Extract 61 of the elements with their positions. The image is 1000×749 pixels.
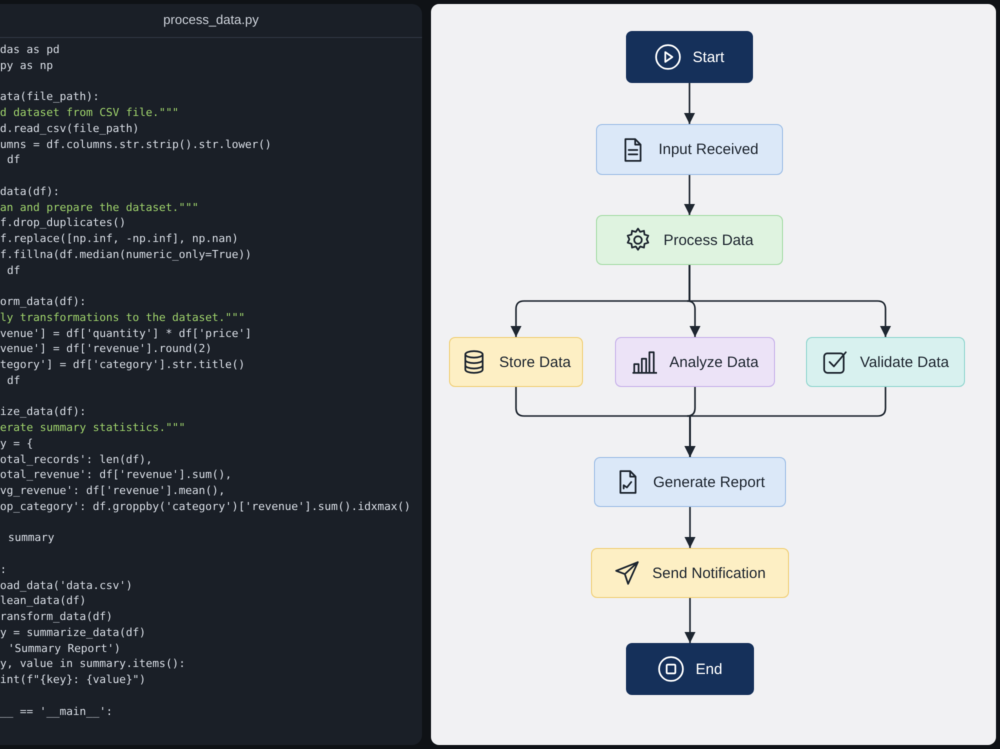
code-line: ly transformations to the dataset.""" (0, 310, 246, 325)
code-line: das as pd (0, 43, 60, 57)
code-line: otal_revenue': df['revenue'].sum(), (0, 468, 232, 482)
code-line: : (0, 562, 7, 577)
node-label: Analyze Data (669, 354, 759, 370)
code-line: ransform_data(df) (0, 610, 113, 624)
code-line: __ == '__main__': (0, 704, 113, 718)
code-line: d dataset from CSV file.""" (0, 106, 179, 120)
node-label: Store Data (499, 354, 571, 370)
code-line: oad_data('data.csv') (0, 578, 132, 592)
arrow (684, 387, 886, 457)
process-box (596, 124, 783, 175)
end-terminal (626, 643, 754, 695)
code-line: d.read_csv(file_path) (0, 122, 140, 136)
file-name: process_data.py (162, 12, 260, 27)
node-label: Validate Data (860, 354, 949, 370)
code-line: data(df): (0, 184, 60, 199)
code-line: ize_data(df): (0, 405, 86, 420)
arrow (684, 175, 696, 215)
node-label: Send Notification (652, 564, 766, 582)
process-box (449, 337, 583, 387)
node-label: Input Received (658, 141, 759, 158)
code-line: venue'] = df['quantity'] * df['price'] (0, 326, 252, 340)
process-box (596, 215, 783, 265)
code-line: y = { (0, 436, 34, 451)
node-label: Generate Report (653, 474, 765, 490)
code-line: otal_records': len(df), (0, 452, 152, 466)
node-label: Process Data (663, 232, 754, 248)
node-label: Start (692, 48, 724, 66)
code-line: py as np (0, 58, 53, 73)
code-line: ata(file_path): (0, 90, 100, 104)
code-line: f.replace([np.inf, -np.inf], np.nan) (0, 232, 238, 246)
process-box (594, 457, 786, 507)
code-line: erate summary statistics.""" (0, 421, 186, 435)
arrow (684, 598, 696, 643)
process-box (806, 337, 965, 387)
process-box (615, 337, 775, 387)
code-line: orm_data(df): (0, 295, 86, 309)
code-line: umns = df.columns.str.strip().str.lower() (0, 138, 272, 152)
node-label: End (696, 660, 722, 678)
code-line: int(f"{key}: {value}") (0, 673, 146, 687)
code-line: y, value in summary.items(): (0, 657, 186, 672)
code-line: df (7, 153, 20, 168)
code-line: venue'] = df['revenue'].round(2) (0, 342, 212, 356)
code-line: an and prepare the dataset.""" (0, 200, 199, 214)
code-line: summary (8, 531, 54, 546)
arrow (684, 507, 696, 548)
code-line: y = summarize_data(df) (0, 626, 146, 640)
code-line: f.fillna(df.median(numeric_only=True)) (0, 248, 252, 262)
code-line: f.drop_duplicates() (0, 216, 126, 230)
code-line: tegory'] = df['category'].str.title() (0, 358, 246, 372)
code-line: lean_data(df) (0, 594, 86, 608)
code-line: vg_revenue': df['revenue'].mean(), (0, 484, 226, 498)
process-box (591, 548, 789, 598)
code-line: df (7, 374, 20, 388)
code-line: op_category': df.groppby('category')['revenue'].sum().idxmax() (0, 500, 411, 514)
code-line: 'Summary Report') (8, 642, 121, 656)
arrow (684, 83, 696, 124)
arrow (688, 265, 892, 337)
code-line: df (7, 264, 20, 278)
start-terminal (626, 31, 753, 83)
